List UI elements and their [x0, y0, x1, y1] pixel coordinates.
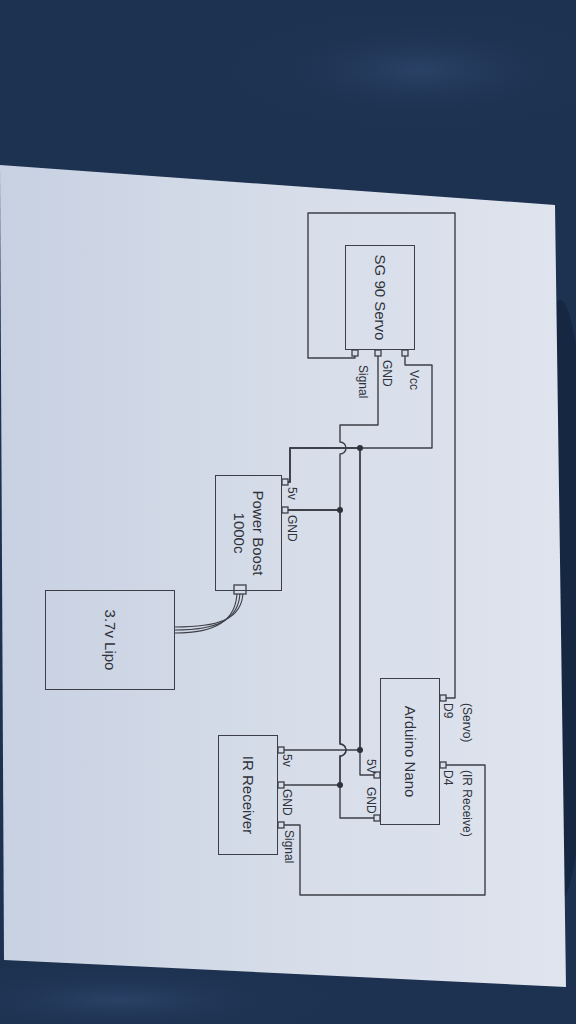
pin-label: D9	[441, 703, 454, 718]
wire	[308, 213, 455, 698]
junction-dot	[357, 445, 363, 451]
component-name: Arduino Nano	[397, 700, 424, 804]
jst-plug	[234, 585, 246, 594]
pin-label: Vcc	[407, 370, 420, 390]
component-box: Arduino Nano	[380, 678, 440, 825]
wire	[278, 510, 346, 785]
pin-label: D4	[441, 770, 454, 785]
junction-dot	[337, 507, 343, 513]
wire-connection	[282, 448, 380, 775]
pin	[402, 350, 408, 356]
component-name: 3.7v Lipo	[97, 604, 124, 677]
wire-connection	[282, 350, 432, 482]
wire	[278, 448, 360, 750]
wire	[175, 591, 240, 630]
component-name: SG 90 Servo	[367, 249, 394, 347]
fabric-fold	[220, 10, 576, 130]
component-name: IR Receiver	[235, 750, 262, 840]
pin-label: GND	[280, 789, 293, 816]
wire-connection	[308, 213, 455, 698]
pin-label: (Servo)	[460, 703, 473, 742]
pin	[278, 822, 284, 828]
component-name: Power Boost 1000c	[226, 476, 272, 590]
pin-label: Signal	[282, 830, 295, 863]
wire	[282, 350, 432, 482]
wire-connection	[282, 350, 378, 510]
wire-connection	[278, 510, 346, 785]
pin-label: 5v	[285, 487, 298, 500]
junction-dot	[357, 747, 363, 753]
component-box: Power Boost 1000c	[215, 475, 282, 591]
pin	[282, 479, 288, 485]
pin-label: Signal	[356, 365, 369, 398]
pin-label: GND	[285, 515, 298, 542]
wire-connection	[282, 510, 380, 818]
junction-dot	[337, 782, 343, 788]
pin	[440, 762, 446, 768]
paper-sheet	[0, 165, 566, 987]
component-box: SG 90 Servo	[345, 245, 415, 350]
pin-label: (IR Receive)	[460, 770, 473, 837]
schematic-sheet: SG 90 ServoPower Boost 1000c 3.7v LipoArd…	[10, 175, 555, 975]
pin	[440, 695, 446, 701]
component-box: 3.7v Lipo	[45, 590, 175, 690]
pin-label: GND	[380, 360, 393, 387]
wire	[175, 591, 243, 627]
wire	[278, 765, 485, 895]
component-box: IR Receiver	[218, 735, 278, 855]
wire-connection	[278, 448, 360, 750]
wire	[175, 591, 237, 633]
wire-connection	[175, 591, 243, 633]
wire-connection	[278, 765, 485, 895]
pin	[375, 350, 381, 356]
pin-label: GND	[364, 787, 377, 814]
wire	[282, 510, 380, 818]
pin	[278, 747, 284, 753]
wire	[282, 350, 378, 510]
wire	[282, 448, 380, 775]
pin	[278, 782, 284, 788]
pin	[282, 507, 288, 513]
pin	[352, 350, 358, 356]
pin-label: 5V	[364, 759, 377, 774]
pin-label: 5v	[280, 754, 293, 767]
